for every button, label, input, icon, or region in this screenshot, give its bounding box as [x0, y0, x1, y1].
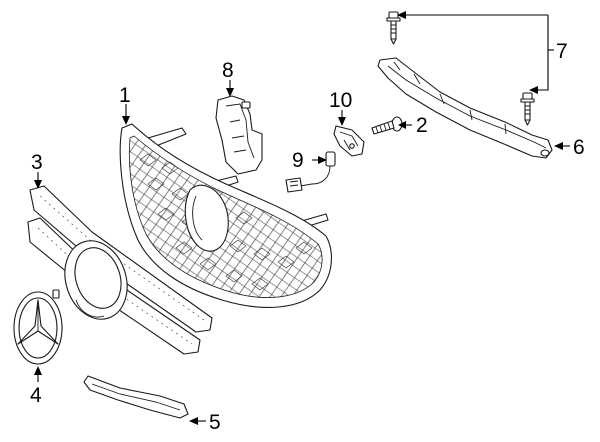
- callout-4: 4: [30, 384, 42, 407]
- part-6-bracket: [377, 57, 553, 159]
- part-5-molding: [83, 375, 189, 419]
- part-9-sensor: [285, 151, 336, 193]
- callout-1: 1: [119, 84, 131, 107]
- callout-10: 10: [329, 89, 352, 112]
- part-10-sensor-bracket: [333, 125, 365, 157]
- callout-5: 5: [209, 411, 221, 434]
- part-1-grille: [119, 123, 332, 308]
- callout-2: 2: [416, 114, 428, 137]
- part-3-trim-frame: [27, 185, 213, 355]
- callout-7: 7: [556, 40, 568, 63]
- callout-6: 6: [573, 136, 585, 159]
- part-4-emblem: [13, 289, 63, 365]
- part-8-bracket: [215, 95, 263, 175]
- leader-lines: [34, 11, 570, 425]
- callout-3: 3: [31, 151, 43, 174]
- callout-8: 8: [222, 59, 234, 82]
- part-7-upper-bolt: [386, 11, 401, 45]
- part-7-lower-bolt: [520, 92, 535, 126]
- part-2-screw: [371, 116, 403, 135]
- callout-9: 9: [292, 149, 304, 172]
